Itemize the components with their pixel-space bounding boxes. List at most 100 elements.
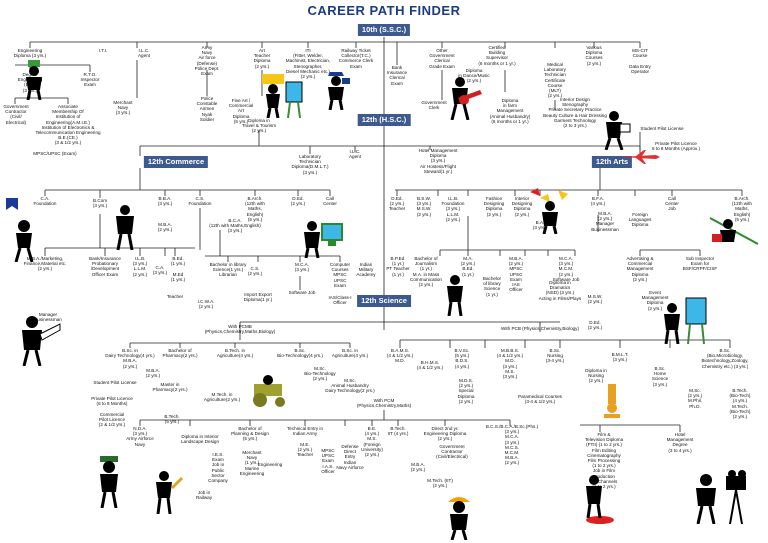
node-n7: MPSC/UPSC (Exam) xyxy=(33,151,77,156)
node-n16: Bank Insurance Clerical Exam xyxy=(386,65,408,86)
node-n77: M.C.A. (3 yrs.) M.C.M. (2 yrs.) Software… xyxy=(552,256,580,282)
node-n41: M.B.A./Marketing, Finance,Material etc. … xyxy=(23,256,67,272)
node-n81: With PCB (Physics,Chemistry,Biology) xyxy=(500,326,580,331)
node-n76: Diploma in Dramatics (NSD) (3 yrs.) Acti… xyxy=(538,280,582,301)
node-n113: I.E.S. Exam Job in Public Sector Company xyxy=(208,452,228,484)
node-n55: Software Job xyxy=(288,290,316,295)
node-n6: Merchant Navy (3 yrs.) xyxy=(113,100,133,116)
node-n31: Hotel Management Diploma (3 yrs.) Air Ho… xyxy=(418,148,458,174)
node-n18: Government Clerk xyxy=(421,100,447,111)
node-n33: B.Com (3 yrs.) xyxy=(92,198,108,209)
node-n54: Import Export Diploma(1 yr.) xyxy=(243,292,273,303)
node-n115: Merchant Navy (1 yrs.) Marine Engineerin… xyxy=(239,450,265,476)
level-box-ssc: 10th (S.S.C.) xyxy=(357,24,411,36)
node-n114: Job in Railway xyxy=(195,490,213,501)
node-n56: IAS/Class-I Officer xyxy=(328,295,352,306)
node-n43: I.C.W.A. (2 yrs.) xyxy=(197,299,215,310)
node-n105: B.Sc. Home Science (3 yrs.) xyxy=(651,366,669,387)
node-n70: Event Management Diploma (2 yrs.) xyxy=(641,290,669,311)
node-n65: Call Center Job xyxy=(665,196,679,212)
airplane-icon xyxy=(620,150,660,164)
figure-soldier-icon xyxy=(328,72,350,110)
node-n53: Indian Military Academy xyxy=(356,262,376,278)
figure-presenter-icon xyxy=(447,275,463,316)
node-n64: Foreign Languages Diploma xyxy=(628,212,652,228)
node-n116: Engineering xyxy=(257,462,283,467)
node-n30: I.L.C. Agent xyxy=(348,149,362,160)
page-title: CAREER PATH FINDER xyxy=(307,3,461,18)
node-n4: Government Contractor (Civil/ Electrical… xyxy=(3,104,29,125)
figure-doctor-icon xyxy=(604,384,620,418)
node-n127: Film & Television Diploma (FTII) (1 to 2… xyxy=(584,432,624,490)
node-n35: C.S. Foundation xyxy=(188,196,212,207)
node-n96: B.A.M.S. (4 & 1/2 yrs.) M.D. xyxy=(386,348,414,364)
node-n84: B.Tech. in Agriculture(4 yrs.) xyxy=(216,348,254,359)
figure-businessman-icon xyxy=(116,205,134,250)
figure-artist-icon xyxy=(262,74,303,118)
node-n78: M.S.W. (2 yrs.) xyxy=(587,294,603,305)
node-n73: M.A. (2 yrs.) B.Ed. (1 yr.) xyxy=(460,256,476,277)
node-n51: M.C.A. (3 yrs.) xyxy=(294,262,310,273)
node-n104: B.M.L.T. (3 yrs.) xyxy=(611,352,629,363)
node-n106: B.Sc. (Bio,Microbiology, Biotechnology,Z… xyxy=(701,348,749,369)
node-n20: Diploma in Dance/Music (2 yrs.) xyxy=(458,68,490,84)
figure-dancer-icon xyxy=(530,188,568,234)
node-n24: MS-CIT Course Data Entry Operator xyxy=(629,48,651,74)
node-n121: B.Tech. IIT (4 yrs.) xyxy=(387,426,409,437)
node-n125: M.Tech. (IIT) (2 yrs.) xyxy=(427,478,453,489)
node-n80: With PCMB (Physics,Chemistry,Maths,Biolo… xyxy=(204,324,276,335)
node-n74: M.B.A. (2 yrs.) MPSC UPSC Exam IAS Offic… xyxy=(508,256,524,293)
node-n59: I.L.B. Foundation (3 yrs.) L.L.M. (2 yrs… xyxy=(441,196,465,222)
node-n87: M.B.A. (2 yrs.) xyxy=(145,368,161,379)
figure-chef-icon xyxy=(26,60,42,100)
node-n25: Interior Design Stenography Private Secr… xyxy=(543,97,607,129)
node-n61: Interior Designing Diploma (2 yrs.) xyxy=(511,196,533,217)
node-n92: M.Tech. in Agriculture(2 yrs.) xyxy=(203,392,241,403)
node-n60: Fashion Designing Diploma (2 yrs.) xyxy=(483,196,505,217)
figure-chef-icon xyxy=(586,475,614,524)
node-n32: C.A. Foundation xyxy=(33,196,57,207)
node-n79: D.Ed. (2 yrs.) xyxy=(587,320,603,331)
node-n120: B.E. (4 yrs.) M.S. (Foreign University) … xyxy=(361,426,383,458)
node-n90: Private Pilot Licence (6 to 8 Months) xyxy=(91,396,133,407)
node-n128: Hotel Management Degree (3 to 4 yrs.) xyxy=(666,432,694,453)
node-n62: B.A. (3 yrs.) xyxy=(532,220,548,231)
figure-engineer-icon xyxy=(156,471,184,514)
node-n89: Master in Pharmacy(2 yrs.) xyxy=(152,382,188,393)
node-n97: B.H.M.S. (4 & 1/2 yrs.) xyxy=(416,360,444,371)
level-box-hsc: 12th (H.S.C.) xyxy=(357,114,411,126)
node-n88: Student Pilot License xyxy=(93,380,137,385)
node-n93: M.Sc. Bio-Technology (2 yrs.) xyxy=(304,366,336,382)
node-n27: Private Pilot Licence 6 to 8 Months (App… xyxy=(651,141,701,152)
node-n48: Manager Businessman xyxy=(34,312,62,323)
node-n69: Sub Inspector Exam for BSF/CRPF/CISF xyxy=(682,256,718,272)
node-n98: B.V.Sc. (5 yrs.) B.D.S. (4 yrs.) xyxy=(454,348,470,369)
node-n67: M.B.A. (2 yrs.) Manager Businessman xyxy=(591,211,619,232)
node-n8: I.T.I. xyxy=(98,48,108,53)
node-n71: B.P.Ed. (1 yr.) PT Teacher (1 yr.) xyxy=(386,256,410,277)
node-n28: Diploma in Travel & Tourism (2 yrs.) xyxy=(241,118,277,134)
node-n83: Bachelor of Pharmacy(2 yrs.) xyxy=(162,348,198,359)
node-n110: B.Tech. (5 yrs.) xyxy=(164,414,180,425)
node-n38: Call Center xyxy=(323,196,337,207)
node-n19: Certified Building Supervisor (6 months … xyxy=(478,45,516,66)
node-n13: Fine Art / Commercial Art Diploma (5 yrs… xyxy=(228,98,254,124)
node-n101: M.D.S. (2 yrs.) Special Diploma (2 yrs.) xyxy=(457,378,475,404)
figure-soldier-icon xyxy=(100,456,118,508)
node-n91: Commercial Pilot Licence (2 & 1/2 yrs.) xyxy=(98,412,126,428)
node-n57: D.Ed. (2 yrs.) Teacher xyxy=(388,196,406,212)
node-n50: C.S. (2 yrs.) xyxy=(247,266,263,277)
node-n58: B.S.W. (3 yrs.) M.S.W. (2 yrs.) xyxy=(416,196,432,217)
node-n22: Medical Laboratory Technician Certificat… xyxy=(544,62,566,99)
stream-box-science: 12th Science xyxy=(357,295,411,307)
node-n44: I.L.B. (3 yrs.) L.L.M. (2 yrs.) xyxy=(132,256,148,277)
node-n112: Bachelor of Planning & Design (5 yrs.) xyxy=(231,426,269,442)
node-n109: N.D.A. (3 yrs.) Army Airforce Navy xyxy=(126,426,154,447)
figure-guitarist-icon xyxy=(450,77,482,120)
node-n123: Government Contractor (Civil/Electrical) xyxy=(436,444,468,460)
node-n108: B.Tech. (Bio-Tech) (4 yrs.) M.Tech. (Bio… xyxy=(729,388,751,420)
stream-box-arts: 12th Arts xyxy=(591,156,633,168)
figure-farmer-icon xyxy=(253,375,285,407)
node-n15: Railway Ticket Collector(T.C.) Commerce … xyxy=(338,48,374,69)
